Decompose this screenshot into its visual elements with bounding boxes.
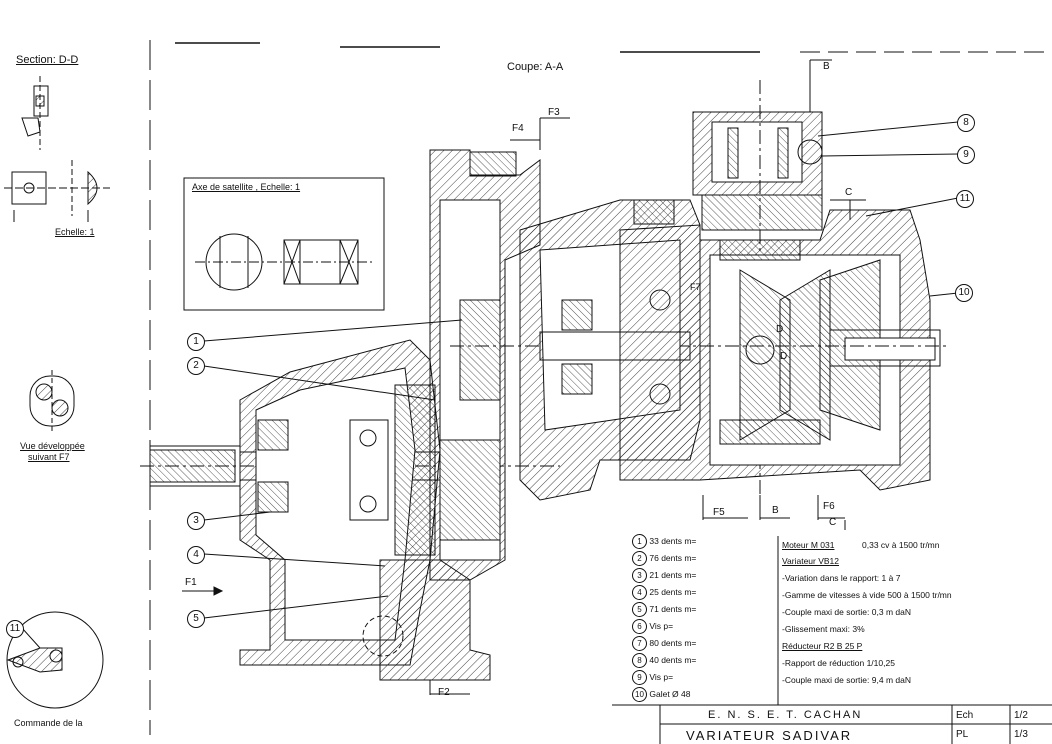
parts-list-item: 6 Vis p= — [632, 619, 673, 634]
developed-view-line-1: Vue développée — [20, 441, 85, 451]
inset-frame — [183, 177, 385, 311]
parts-list-item: 2 76 dents m= — [632, 551, 696, 566]
callout-8: 8 — [957, 114, 975, 132]
cut-label-f1: F1 — [185, 577, 197, 588]
parts-list-item: 3 21 dents m= — [632, 568, 696, 583]
parts-list-item: 8 40 dents m= — [632, 653, 696, 668]
control-caption: Commande de la — [14, 718, 83, 728]
spec-variateur-line: -Glissement maxi: 3% — [782, 624, 865, 634]
callout-5: 5 — [187, 610, 205, 628]
callout-1: 1 — [187, 333, 205, 351]
spec-reducteur-label: Réducteur R2 B 25 P — [782, 641, 863, 651]
spec-reducteur-line: -Couple maxi de sortie: 9,4 m daN — [782, 675, 911, 685]
title-block-drawing-name: VARIATEUR SADIVAR — [686, 728, 853, 743]
callout-11-right: 11 — [956, 190, 974, 208]
callout-2: 2 — [187, 357, 205, 375]
cut-label-f3: F3 — [548, 107, 560, 118]
cut-label-f2: F2 — [438, 687, 450, 698]
inset-satellite-axis — [195, 233, 375, 291]
cut-label-c-bottom: C — [829, 517, 837, 528]
developed-view-sketch — [29, 370, 75, 432]
section-dd-scale: Echelle: 1 — [55, 227, 95, 237]
cut-label-d-upper: D — [776, 324, 784, 335]
callout-11-left: 11 — [6, 620, 24, 638]
cut-label-f7: F7 — [690, 282, 701, 292]
cut-label-c-top: C — [845, 187, 853, 198]
title-block-sheet-value: 1/3 — [1014, 729, 1028, 740]
parts-list-item: 5 71 dents m= — [632, 602, 696, 617]
title-block-scale-label: Ech — [956, 710, 974, 721]
spec-moteur-label: Moteur M 031 — [782, 540, 835, 550]
parts-list-item: 7 80 dents m= — [632, 636, 696, 651]
parts-list-item: 9 Vis p= — [632, 670, 673, 685]
parts-list-item: 1 33 dents m= — [632, 534, 696, 549]
section-dd-title: Section: D-D — [16, 54, 79, 66]
callout-3: 3 — [187, 512, 205, 530]
spec-reducteur-line: -Rapport de réduction 1/10,25 — [782, 658, 895, 668]
title-block-school: E. N. S. E. T. CACHAN — [708, 709, 863, 721]
cut-label-b-top: B — [823, 61, 830, 72]
developed-view-line-2: suivant F7 — [28, 452, 70, 462]
spec-moteur-value: 0,33 cv à 1500 tr/mn — [862, 540, 940, 550]
section-dd-sketch — [4, 76, 110, 222]
callout-4: 4 — [187, 546, 205, 564]
parts-list-item: 4 25 dents m= — [632, 585, 696, 600]
cut-label-d-lower: D — [780, 351, 788, 362]
inset-title: Axe de satellite , Echelle: 1 — [192, 182, 301, 192]
cut-label-f6: F6 — [823, 501, 835, 512]
cut-label-f5: F5 — [713, 507, 725, 518]
cut-label-f4: F4 — [512, 123, 524, 134]
control-sketch — [6, 611, 104, 709]
spec-variateur-line: -Couple maxi de sortie: 0,3 m daN — [782, 607, 911, 617]
title-block-scale-value: 1/2 — [1014, 710, 1028, 721]
spec-variateur-line: -Variation dans le rapport: 1 à 7 — [782, 573, 901, 583]
cut-label-b-bottom: B — [772, 505, 779, 516]
parts-list-item: 10 Galet Ø 48 — [632, 687, 690, 702]
coupe-aa-title: Coupe: A-A — [507, 61, 564, 73]
spec-variateur-line: -Gamme de vitesses à vide 500 à 1500 tr/… — [782, 590, 952, 600]
callout-9: 9 — [957, 146, 975, 164]
callout-10: 10 — [955, 284, 973, 302]
spec-variateur-label: Variateur VB12 — [782, 556, 840, 566]
title-block-sheet-label: PL — [956, 729, 969, 740]
